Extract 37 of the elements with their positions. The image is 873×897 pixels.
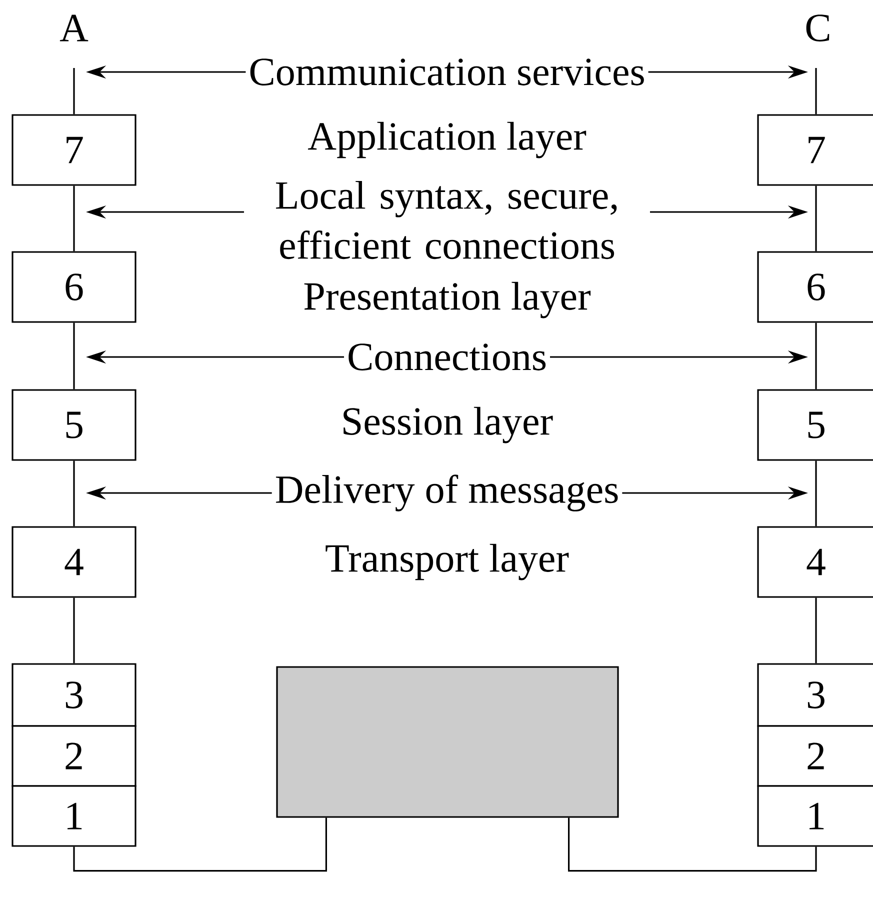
connector-line xyxy=(73,460,75,526)
layer-box: 1 xyxy=(757,785,873,847)
layer-box: 3 xyxy=(12,663,136,727)
layer-box: 2 xyxy=(12,725,136,787)
connector-line xyxy=(815,322,817,390)
layer-box: 5 xyxy=(12,389,136,461)
arrow-label: Local syntax, secure, efficient connections xyxy=(244,178,650,262)
connector-line xyxy=(815,598,817,664)
layer-box: 6 xyxy=(12,251,136,323)
host-label: C xyxy=(806,14,830,42)
arrow-label: Communication services xyxy=(246,56,648,88)
connector-line xyxy=(815,68,817,114)
layer-label: Session layer xyxy=(344,406,553,444)
layer-box: 2 xyxy=(757,725,873,787)
layer-box: 4 xyxy=(12,526,136,598)
layer-box: 7 xyxy=(757,114,873,186)
connector-line xyxy=(73,68,75,114)
arrow-label: Connections xyxy=(344,340,550,374)
connector-line xyxy=(815,460,817,526)
connector-line xyxy=(73,186,75,252)
layer-label: Application layer xyxy=(308,122,586,158)
layer-label: Presentation layer xyxy=(304,282,591,318)
layer-label: Transport layer xyxy=(326,544,569,580)
network-box xyxy=(276,666,619,818)
layer-box: 3 xyxy=(757,663,873,727)
layer-box: 5 xyxy=(757,389,873,461)
connector-line xyxy=(73,322,75,390)
connector-line xyxy=(815,186,817,252)
arrow-label: Delivery of messages xyxy=(272,472,622,514)
layer-box: 7 xyxy=(12,114,136,186)
host-label: A xyxy=(60,14,88,42)
layer-box: 6 xyxy=(757,251,873,323)
layer-box: 1 xyxy=(12,785,136,847)
layer-box: 4 xyxy=(757,526,873,598)
connector-line xyxy=(568,818,817,872)
connector-line xyxy=(73,598,75,664)
connector-line xyxy=(73,818,327,872)
